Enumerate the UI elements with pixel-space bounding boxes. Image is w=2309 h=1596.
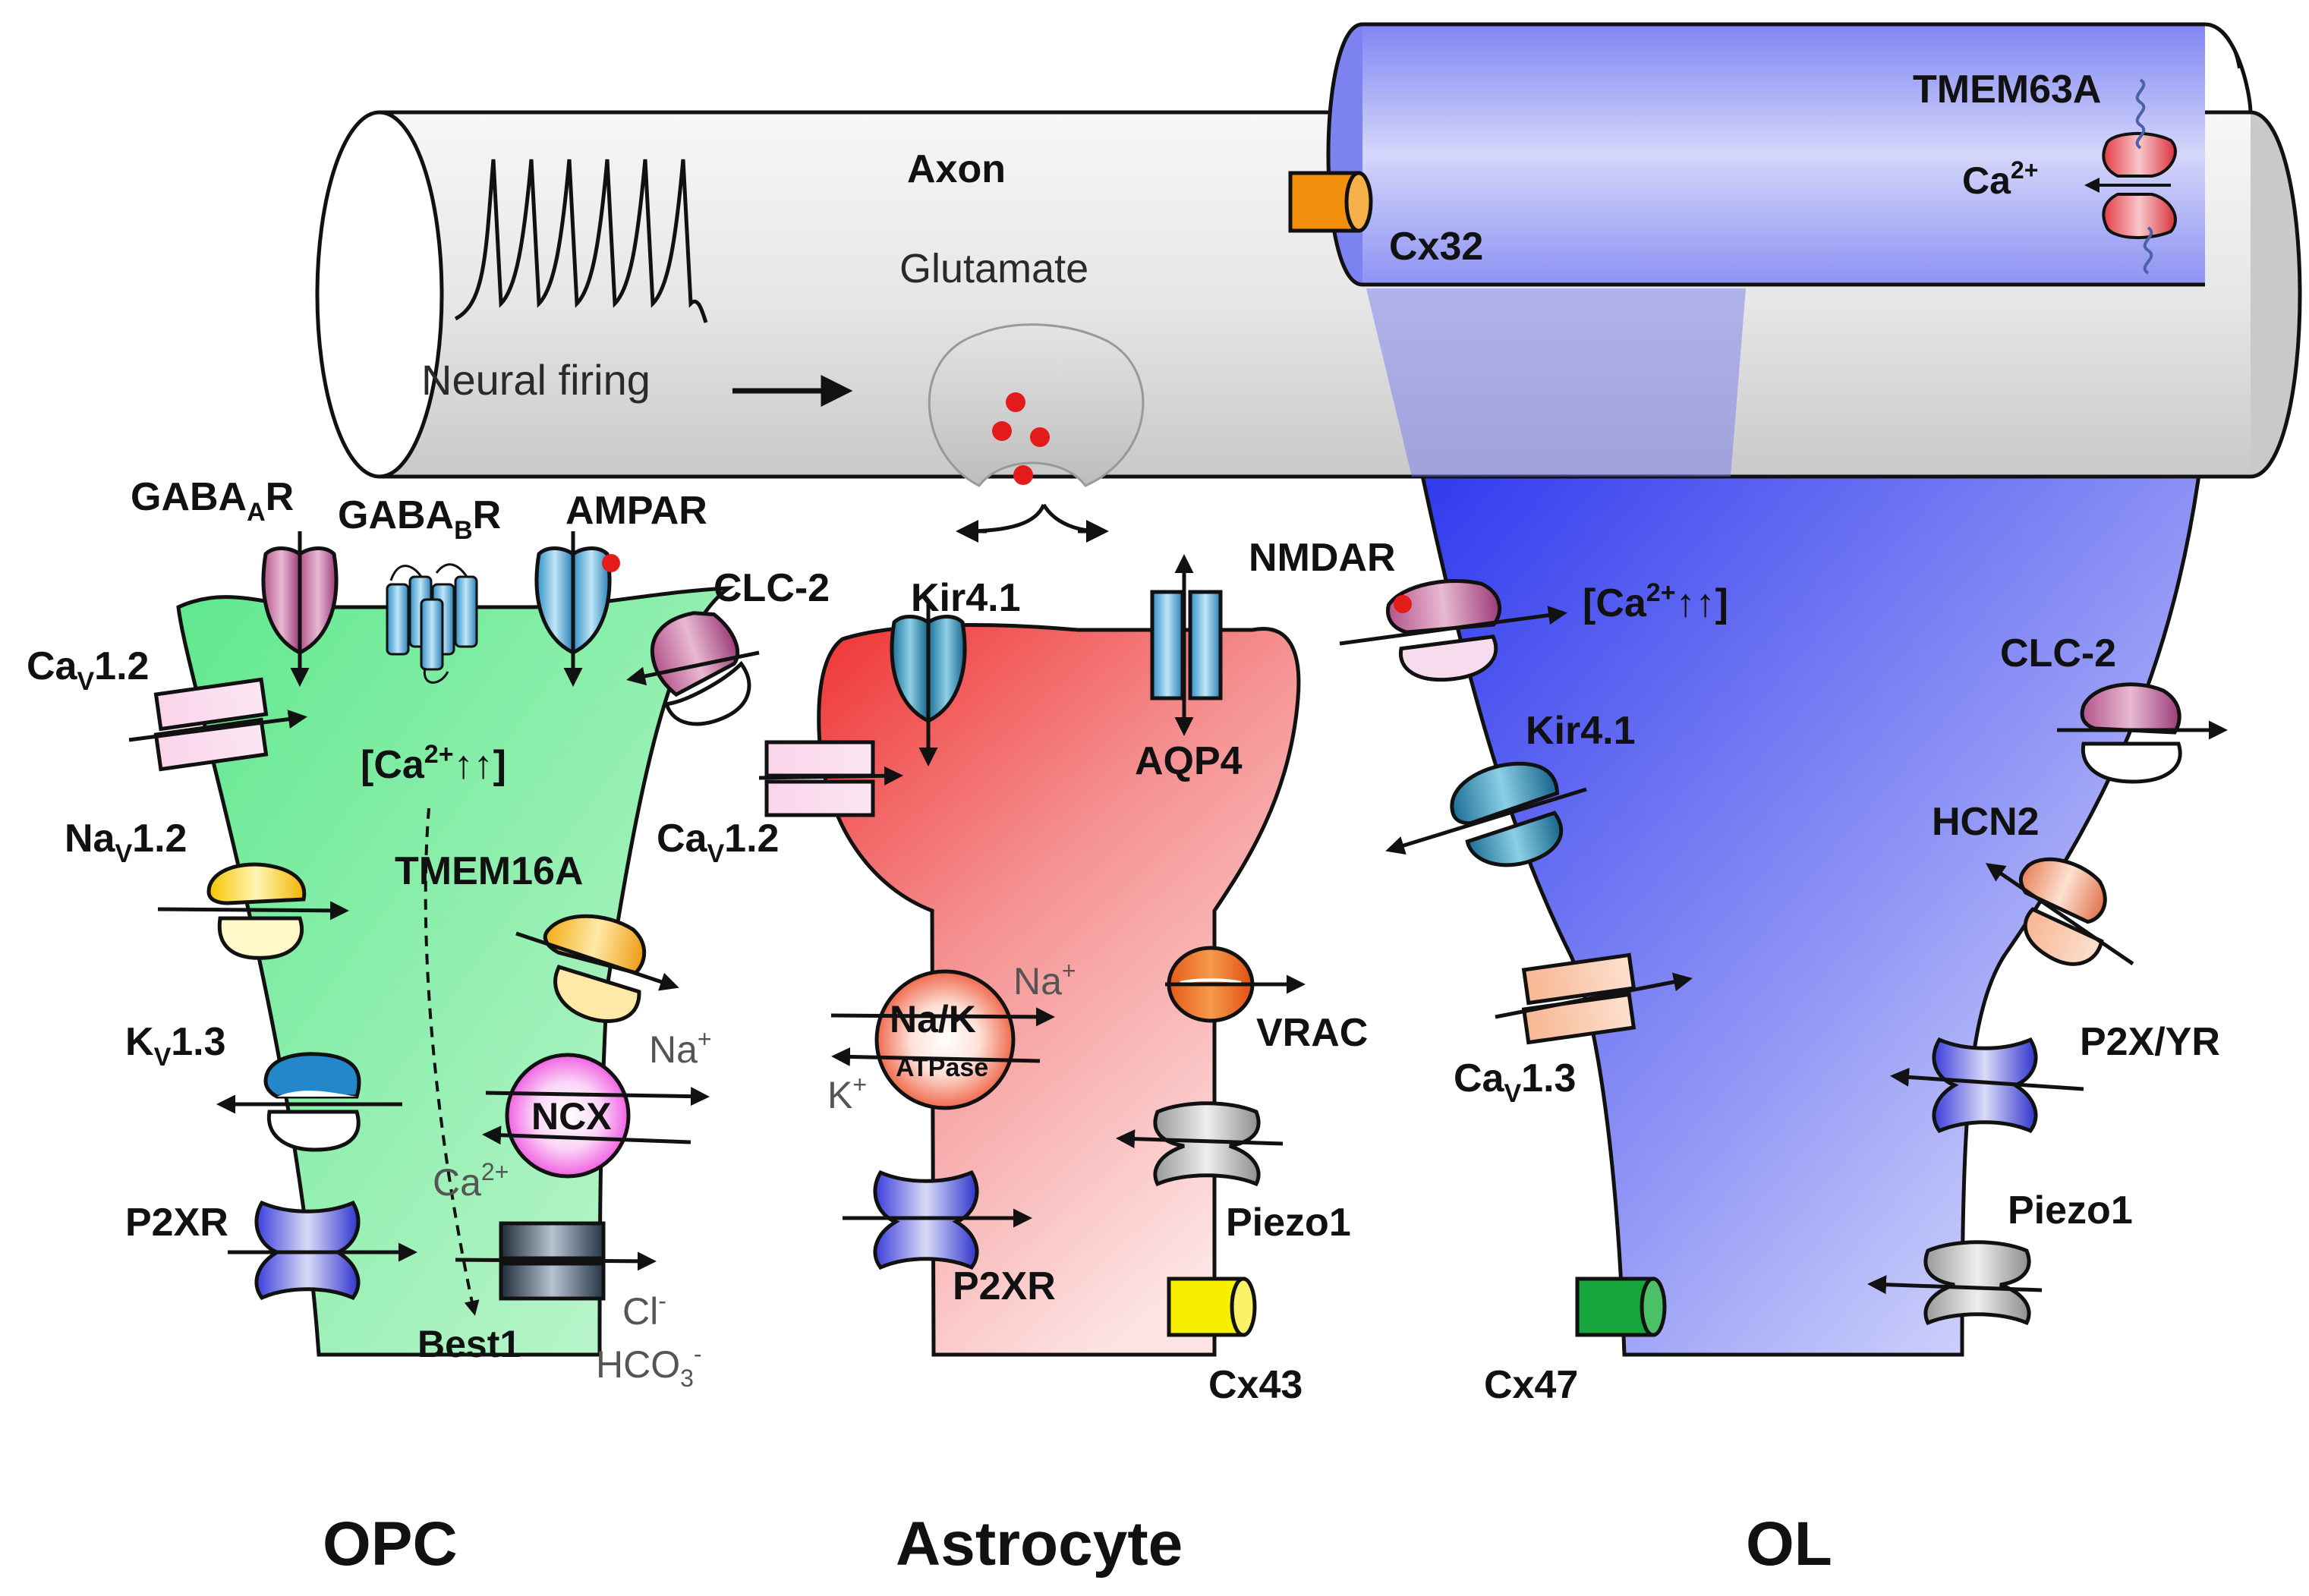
aqp4-channel: [1150, 554, 1223, 736]
opc-kv13-channel: [216, 1052, 402, 1152]
p2xyr-channel: [1890, 1037, 2084, 1134]
gabaa-receptor: [261, 531, 339, 687]
opc-nav12-label: NaV1.2: [65, 817, 187, 868]
ol-ca-ion-label: Ca2+: [1962, 156, 2038, 202]
glutamate-label: Glutamate: [899, 246, 1088, 291]
opc-ca-rise-label: [Ca2+↑↑]: [361, 740, 506, 787]
gabaa-r-label: GABAAR: [131, 475, 294, 527]
astrocyte-title: Astrocyte: [896, 1509, 1183, 1579]
atpase-label: ATPase: [896, 1053, 988, 1082]
vrac-label: VRAC: [1256, 1011, 1368, 1055]
ol-kir41-label: Kir4.1: [1526, 709, 1636, 753]
cx32-connexin: [1288, 171, 1373, 233]
gabab-receptor: [386, 563, 478, 684]
tmem63a-label: TMEM63A: [1913, 68, 2101, 112]
glutamate-dot: [1013, 465, 1033, 485]
nak-atpase: [830, 969, 1055, 1110]
astro-na-ion-label: Na+: [1013, 957, 1076, 1003]
ca-to-best1-dashed-arrow: [424, 807, 480, 1316]
ol-clc2-channel: [2057, 682, 2228, 784]
opc-clc2-label: CLC-2: [713, 566, 830, 610]
neural-firing-label: Neural firing: [421, 356, 650, 404]
tmem63a-channel: [2084, 78, 2177, 275]
glutamate-dot: [992, 421, 1012, 441]
hco3-ion-label: HCO3-: [596, 1340, 702, 1392]
ol-process-over-axon: [1366, 288, 1746, 477]
ol-kir41-channel: [1385, 761, 1587, 867]
cx47-connexin: [1575, 1276, 1667, 1337]
opc-p2xr-label: P2XR: [125, 1201, 228, 1245]
opc-na-ion-label: Na+: [649, 1025, 712, 1071]
glutamate-dot: [1030, 427, 1050, 447]
ampa-receptor: [534, 531, 620, 687]
ol-cav13-label: CaV1.3: [1454, 1056, 1576, 1108]
nmdar-label: NMDAR: [1249, 536, 1396, 580]
opc-kv13-label: KV1.3: [125, 1020, 226, 1072]
neural-firing-spikes: [454, 159, 708, 323]
ol-title: OL: [1746, 1509, 1832, 1579]
opc-title: OPC: [323, 1509, 458, 1579]
nmda-receptor: [1339, 578, 1567, 682]
cx43-connexin: [1167, 1276, 1257, 1337]
ncx-label: NCX: [531, 1095, 612, 1138]
p2xyr-label: P2X/YR: [2080, 1020, 2220, 1064]
tmem16a-label: TMEM16A: [395, 849, 583, 893]
gabab-r-label: GABABR: [338, 493, 501, 545]
astro-piezo1-label: Piezo1: [1226, 1201, 1351, 1245]
nak-label: Na/K: [890, 998, 976, 1040]
opc-clc2-channel: [626, 611, 760, 726]
axon-label: Axon: [907, 147, 1006, 191]
tmem16a-channel: [515, 914, 679, 1023]
vrac-channel: [1165, 946, 1306, 1023]
opc-cav12-label: CaV1.2: [27, 644, 149, 696]
astro-p2xr-label: P2XR: [953, 1264, 1056, 1308]
ol-piezo1-channel: [1867, 1240, 2043, 1326]
opc-nav12-channel: [157, 862, 349, 960]
ncx-exchanger: [482, 1053, 710, 1179]
aqp4-label: AQP4: [1135, 739, 1243, 783]
glutamate-vesicle: [928, 323, 1145, 487]
ol-piezo1-label: Piezo1: [2008, 1188, 2133, 1232]
astro-kir41-channel: [890, 600, 967, 767]
hcn2-label: HCN2: [1932, 800, 2040, 844]
opc-p2xr-channel: [228, 1200, 417, 1301]
glutamate-dot: [1006, 392, 1025, 412]
cx43-label: Cx43: [1208, 1363, 1303, 1407]
ol-clc2-label: CLC-2: [2000, 631, 2116, 675]
astro-cav12-channel: [758, 740, 903, 817]
astro-piezo1-channel: [1116, 1101, 1284, 1187]
ol-cav13-channel: [1495, 952, 1693, 1045]
release-arrows: [963, 503, 1101, 534]
opc-cav12-channel: [128, 677, 307, 772]
opc-ca-ion-label: Ca2+: [433, 1158, 509, 1204]
cx32-label: Cx32: [1389, 225, 1483, 269]
axon-end-cap: [315, 110, 444, 479]
astro-p2xr-channel: [843, 1169, 1032, 1270]
hcn2-channel: [1985, 857, 2134, 966]
ampar-label: AMPAR: [565, 489, 707, 533]
astro-k-ion-label: K+: [827, 1071, 867, 1116]
best1-label: Best1: [417, 1323, 521, 1365]
cx47-label: Cx47: [1484, 1363, 1578, 1407]
cl-ion-label: Cl-: [622, 1287, 666, 1333]
astro-cav12-label: CaV1.2: [657, 817, 779, 868]
ol-ca-rise-label: [Ca2+↑↑]: [1583, 578, 1728, 625]
best1-channel: [455, 1221, 657, 1301]
